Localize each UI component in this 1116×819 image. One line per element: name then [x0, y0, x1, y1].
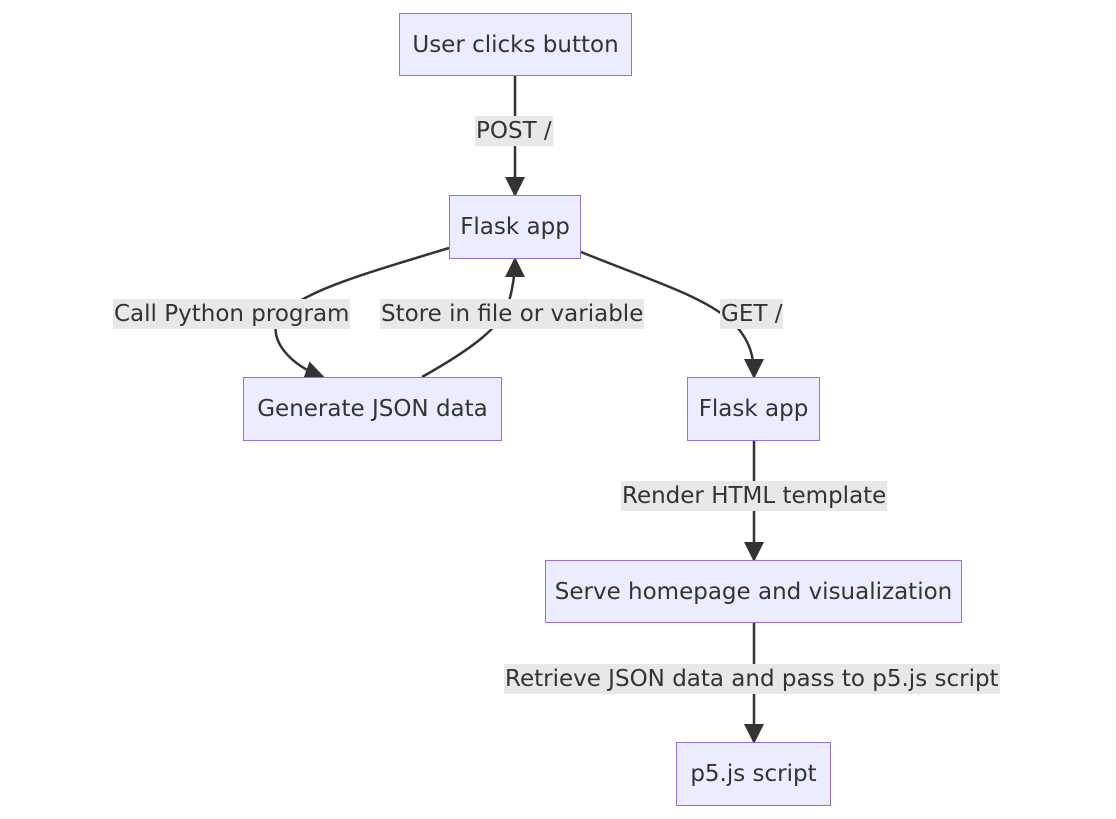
node-generate-json-data: Generate JSON data	[243, 377, 502, 441]
node-flask-app-1: Flask app	[449, 195, 581, 259]
node-label: Serve homepage and visualization	[554, 578, 953, 605]
edge-label-get: GET /	[720, 299, 784, 329]
node-user-clicks-button: User clicks button	[399, 13, 632, 76]
edge-label-post: POST /	[475, 116, 553, 146]
node-label: User clicks button	[412, 31, 619, 58]
node-serve-homepage: Serve homepage and visualization	[545, 560, 962, 623]
node-label: Flask app	[460, 214, 570, 240]
edge-label-retrieve: Retrieve JSON data and pass to p5.js scr…	[504, 664, 1000, 694]
edge-label-render: Render HTML template	[621, 481, 888, 511]
node-label: p5.js script	[690, 761, 817, 787]
node-p5js-script: p5.js script	[676, 742, 831, 806]
edge-label-call-python: Call Python program	[113, 299, 351, 329]
node-label: Generate JSON data	[257, 396, 488, 422]
edge-label-store: Store in file or variable	[380, 299, 645, 329]
node-label: Flask app	[698, 396, 809, 422]
node-flask-app-2: Flask app	[687, 377, 820, 441]
